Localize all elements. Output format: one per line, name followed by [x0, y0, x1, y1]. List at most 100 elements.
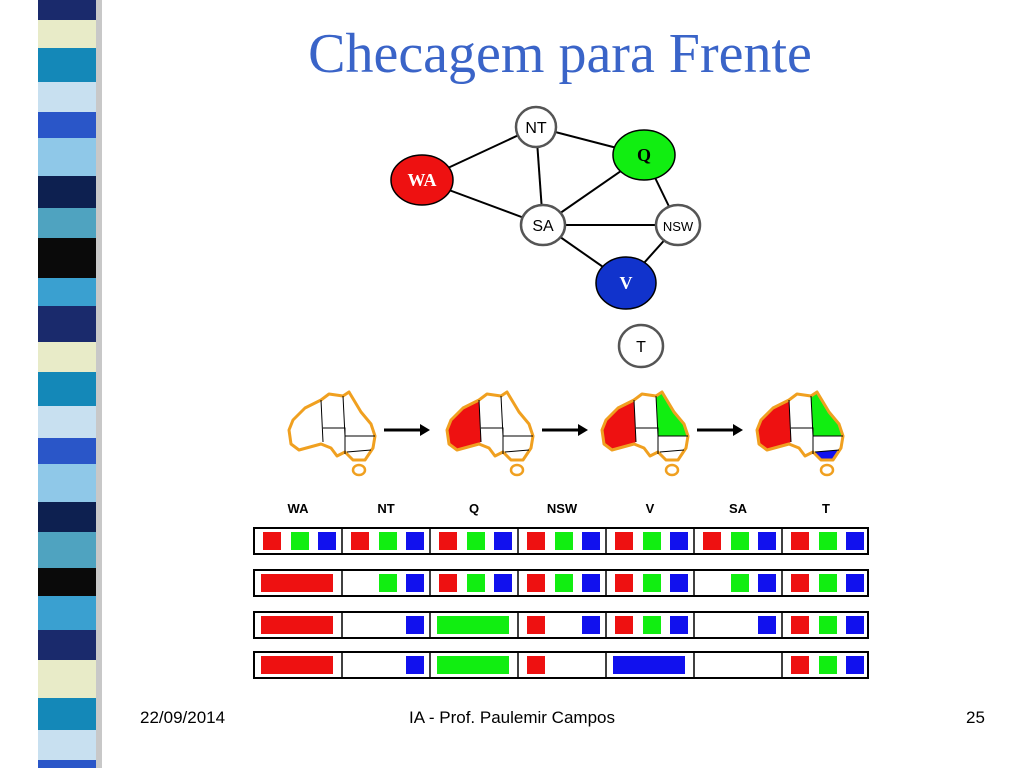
map-borders [633, 395, 688, 454]
domain-value-t-red [791, 574, 809, 592]
domain-value-t-green [819, 532, 837, 550]
domain-value-wa-red [261, 656, 333, 674]
graph-node-label-v: V [620, 273, 633, 293]
map-tasmania [819, 463, 835, 477]
footer-date: 22/09/2014 [140, 708, 226, 727]
graph-node-sa [519, 203, 567, 247]
column-header-v: V [646, 501, 655, 516]
domain-value-q-red [439, 532, 457, 550]
map-region-wa [447, 400, 481, 450]
domain-value-sa-green [731, 532, 749, 550]
domain-value-v-red [615, 532, 633, 550]
sequence-arrow-head [420, 424, 430, 436]
domain-value-v-blue [670, 616, 688, 634]
column-header-t: T [822, 501, 830, 516]
domain-row-3 [253, 611, 869, 639]
domain-value-q-green [467, 532, 485, 550]
domain-value-wa-red [263, 532, 281, 550]
domain-value-nt-blue [406, 574, 424, 592]
domain-value-t-blue [846, 656, 864, 674]
domain-value-nsw-blue [582, 616, 600, 634]
sidebar-stripe [38, 208, 98, 239]
sidebar-stripe [38, 342, 98, 373]
sidebar-stripe [38, 176, 98, 209]
graph-node-v [595, 256, 657, 310]
domain-value-nt-blue [406, 656, 424, 674]
domain-value-t-red [791, 616, 809, 634]
domain-value-nt-blue [406, 532, 424, 550]
sidebar-stripe [38, 464, 98, 503]
sidebar-stripe [38, 20, 98, 49]
domain-value-t-red [791, 656, 809, 674]
column-header-nt: NT [377, 501, 394, 516]
australia-map-4 [755, 390, 845, 477]
map-tasmania [351, 463, 367, 477]
domain-value-t-green [819, 574, 837, 592]
domain-value-q-red [439, 574, 457, 592]
sidebar-stripe [38, 138, 98, 177]
sidebar-stripe [38, 532, 98, 569]
column-header-q: Q [469, 501, 479, 516]
sidebar-stripe [38, 730, 98, 761]
decorative-sidebar [38, 0, 102, 768]
domain-value-v-red [615, 574, 633, 592]
graph-node-label-wa: WA [407, 170, 436, 190]
sidebar-shadow [96, 0, 102, 768]
domain-value-sa-blue [758, 532, 776, 550]
domain-value-t-green [819, 616, 837, 634]
sidebar-stripe [38, 760, 98, 768]
sidebar-stripe [38, 660, 98, 699]
sidebar-stripe [38, 112, 98, 139]
domain-value-nt-blue [406, 616, 424, 634]
domain-value-nt-green [379, 532, 397, 550]
graph-node-nt [514, 105, 558, 149]
domain-value-nsw-red [527, 656, 545, 674]
map-region-wa [757, 400, 791, 450]
domain-value-nsw-red [527, 574, 545, 592]
sidebar-stripe [38, 698, 98, 731]
graph-node-label-nt: NT [525, 120, 547, 137]
map-borders [320, 395, 375, 454]
domain-value-sa-blue [758, 616, 776, 634]
graph-node-t [617, 323, 665, 369]
sequence-arrow-head [578, 424, 588, 436]
domain-value-wa-blue [318, 532, 336, 550]
domain-value-wa-green [291, 532, 309, 550]
sidebar-stripe [38, 596, 98, 631]
slide-title: Checagem para Frente [308, 23, 812, 85]
domain-value-t-blue [846, 574, 864, 592]
domain-value-t-blue [846, 532, 864, 550]
sidebar-stripe [38, 238, 98, 279]
column-header-nsw: NSW [547, 501, 578, 516]
sidebar-stripe [38, 406, 98, 439]
domain-value-nsw-red [527, 616, 545, 634]
domain-value-nt-green [379, 574, 397, 592]
domain-value-nsw-blue [582, 532, 600, 550]
domain-value-t-green [819, 656, 837, 674]
sidebar-stripe [38, 438, 98, 465]
australia-map-sequence [287, 390, 845, 477]
column-header-wa: WA [288, 501, 310, 516]
domain-value-t-red [791, 532, 809, 550]
domain-value-sa-green [731, 574, 749, 592]
domain-value-sa-blue [758, 574, 776, 592]
map-coastline [755, 390, 845, 462]
sequence-arrow-head [733, 424, 743, 436]
graph-node-label-q: Q [637, 145, 651, 165]
page-number: 25 [966, 708, 985, 727]
australia-map-2 [445, 390, 535, 477]
map-coastline [600, 390, 690, 462]
australia-map-1 [287, 390, 377, 477]
sidebar-stripe [38, 630, 98, 661]
graph-node-nsw [654, 203, 702, 247]
domain-value-nsw-red [527, 532, 545, 550]
map-borders [788, 395, 843, 454]
domain-value-nsw-blue [582, 574, 600, 592]
domain-value-q-green [437, 616, 509, 634]
sidebar-stripe [38, 568, 98, 597]
domain-row-1 [253, 527, 869, 555]
australia-map-3 [600, 390, 690, 477]
domain-value-t-blue [846, 616, 864, 634]
